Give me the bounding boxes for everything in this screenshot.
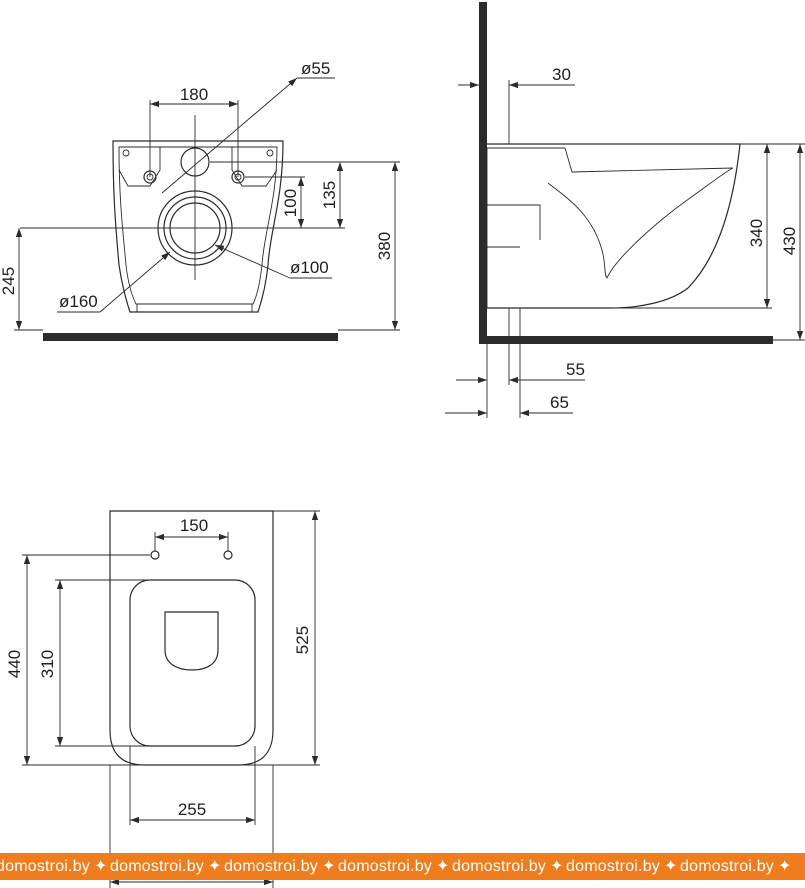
dim-180-label: 180 [180,85,208,104]
watermark-sep: ✦ [436,858,450,875]
dim-d160-label: ø160 [59,292,98,311]
watermark-sep: ✦ [550,858,564,875]
top-bowl-opening [164,611,219,671]
side-floor [479,336,773,344]
dim-d100-leader [214,244,291,279]
dim-55-label: 55 [566,360,585,379]
watermark-sep: ✦ [322,858,336,875]
side-bowl-rim [487,147,734,173]
top-bowl-outline [109,510,274,766]
dim-255-label: 255 [178,800,206,819]
dim-100-label: 100 [281,189,300,217]
watermark-sep: ✦ [208,858,222,875]
front-view: 180 ø55 100 135 380 245 ø100 ø160 [0,59,400,341]
watermark-text: domostroi.by [0,858,90,875]
dim-135-label: 135 [320,181,339,209]
dim-525-label: 525 [293,626,312,654]
front-floor-line [43,333,338,341]
watermark-bar: domostroi.by ✦ domostroi.by ✦ domostroi.… [0,853,805,880]
dim-430-label: 430 [780,227,799,255]
top-seat-outline [129,579,256,747]
side-wall [479,2,487,343]
front-bracket-left [118,146,161,187]
side-view: 30 340 430 55 65 [445,2,805,418]
watermark-sep: ✦ [778,858,792,875]
dim-d160-leader [99,251,171,313]
dim-d100-label: ø100 [290,258,329,277]
top-fixing-hole-right [223,550,233,560]
watermark-text: domostroi.by [452,858,546,875]
dim-310-label: 310 [38,650,57,678]
dim-380-label: 380 [375,232,394,260]
watermark-text: domostroi.by [566,858,660,875]
side-bowl-outline [487,143,741,309]
watermark-text: domostroi.by [110,858,204,875]
dim-150-label: 150 [180,516,208,535]
front-bracket-hole-tr [266,149,274,157]
side-bowl-inner [547,167,734,279]
top-view: 150 440 310 525 255 345 [5,510,320,888]
dim-65-label: 65 [550,393,569,412]
watermark-sep: ✦ [94,858,108,875]
dim-440-label: 440 [5,650,24,678]
dim-d55-leader [161,77,298,194]
watermark-sep: ✦ [664,858,678,875]
watermark-text: domostroi.by [338,858,432,875]
front-bowl-outline [112,140,284,313]
front-bowl-inner-outline [118,146,278,305]
side-trap [487,204,541,248]
dim-30-label: 30 [552,65,571,84]
front-bracket-right [231,146,278,187]
dim-340-label: 340 [747,219,766,247]
top-fixing-hole-left [150,550,160,560]
watermark-text: domostroi.by [680,858,774,875]
watermark-text: domostroi.by [224,858,318,875]
dim-245-label: 245 [0,267,18,295]
front-bracket-hole-tl [122,149,130,157]
dim-d55-label: ø55 [301,59,330,78]
